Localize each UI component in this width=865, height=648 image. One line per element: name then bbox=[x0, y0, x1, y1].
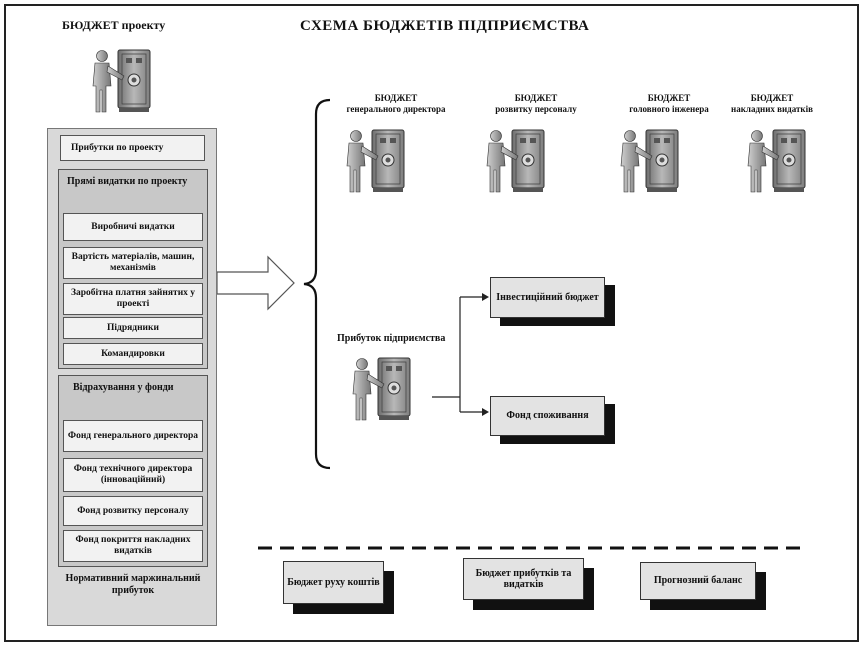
project-profits-box: Прибутки по проекту bbox=[60, 135, 205, 161]
budget-general-director-icon bbox=[346, 129, 405, 193]
contractors-box: Підрядники bbox=[63, 317, 203, 339]
consumption-fund-box: Фонд споживання bbox=[490, 396, 605, 436]
budget-heading-subtitle: розвитку персоналу bbox=[495, 104, 577, 115]
budget-chief-engineer-icon bbox=[620, 129, 679, 193]
materials-cost-box: Вартість матеріалів, машин, механізмів bbox=[63, 247, 203, 279]
investment-budget: Інвестиційний бюджет bbox=[490, 277, 615, 326]
brace-icon bbox=[303, 98, 331, 470]
budget-heading-overhead: БЮДЖЕТ накладних видатків bbox=[697, 93, 847, 116]
cash-flow-budget-box: Бюджет руху коштів bbox=[283, 561, 384, 604]
fund-general-director-box: Фонд генерального директора bbox=[63, 420, 203, 452]
salary-box: Заробітна платня зайнятих у проекті bbox=[63, 283, 203, 315]
forecast-balance-box: Прогнозний баланс bbox=[640, 562, 756, 600]
budget-overhead-icon bbox=[747, 129, 806, 193]
income-expense-budget-box: Бюджет прибутків та видатків bbox=[463, 558, 584, 600]
budget-heading-title: БЮДЖЕТ bbox=[750, 93, 794, 103]
project-budget-figure-icon bbox=[92, 49, 151, 113]
diagram-title: СХЕМА БЮДЖЕТІВ ПІДПРИЄМСТВА bbox=[300, 18, 590, 34]
budget-heading-subtitle: генерального директора bbox=[346, 104, 446, 115]
enterprise-profit-label: Прибуток підприємства bbox=[337, 333, 446, 344]
enterprise-profit-figure-icon bbox=[352, 357, 411, 421]
budget-heading-general-director: БЮДЖЕТ генерального директора bbox=[316, 93, 476, 116]
margin-profit-footer: Нормативний маржинальний прибуток bbox=[65, 573, 201, 596]
big-arrow-icon bbox=[216, 255, 295, 311]
budget-personnel-icon bbox=[486, 129, 545, 193]
investment-budget-box: Інвестиційний бюджет bbox=[490, 277, 605, 318]
cash-flow-budget: Бюджет руху коштів bbox=[283, 561, 394, 614]
consumption-fund: Фонд споживання bbox=[490, 396, 615, 444]
direct-costs-title: Прямі видатки по проекту bbox=[67, 176, 188, 187]
budget-heading-chief-engineer: БЮДЖЕТ головного інженера bbox=[589, 93, 749, 116]
budget-heading-title: БЮДЖЕТ bbox=[514, 93, 558, 103]
business-trips-box: Командировки bbox=[63, 343, 203, 365]
budget-heading-personnel: БЮДЖЕТ розвитку персоналу bbox=[456, 93, 616, 116]
project-budget-label: БЮДЖЕТ проекту bbox=[62, 18, 166, 32]
production-costs-box: Виробничі видатки bbox=[63, 213, 203, 241]
forecast-balance: Прогнозний баланс bbox=[640, 562, 766, 610]
diagram-frame bbox=[4, 4, 859, 642]
project-budget-panel: Прибутки по проекту Прямі видатки по про… bbox=[47, 128, 217, 626]
income-expense-budget: Бюджет прибутків та видатків bbox=[463, 558, 594, 610]
budget-heading-title: БЮДЖЕТ bbox=[647, 93, 691, 103]
funds-title: Відрахування у фонди bbox=[73, 382, 174, 393]
budget-heading-subtitle: накладних видатків bbox=[731, 104, 813, 115]
budget-heading-subtitle: головного інженера bbox=[629, 104, 709, 115]
fund-overhead-box: Фонд покриття накладних видатків bbox=[63, 530, 203, 562]
connector-lines bbox=[432, 296, 482, 413]
arrowhead-consumption-icon bbox=[482, 408, 489, 416]
fund-technical-director-box: Фонд технічного директора (інноваційний) bbox=[63, 458, 203, 492]
budget-heading-title: БЮДЖЕТ bbox=[374, 93, 418, 103]
fund-personnel-box: Фонд розвитку персоналу bbox=[63, 496, 203, 526]
arrowhead-investment-icon bbox=[482, 293, 489, 301]
